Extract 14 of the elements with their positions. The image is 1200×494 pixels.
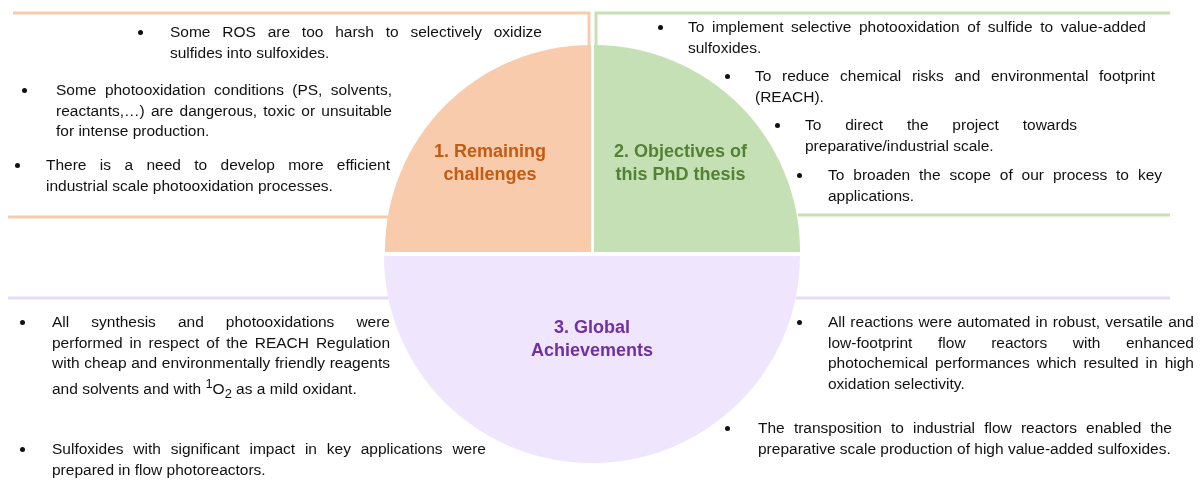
bullet-text: To implement selective photooxidation of sulfide to value-added sulfoxides.	[688, 17, 1146, 58]
bullet-text: All reactions were automated in robust, versatile and low-footprint flow reactors with enhanced photochemical performances which resulted in high oxidation selectivity.	[828, 312, 1194, 394]
bullet-text: All synthesis and photooxidations were performed in respect of the REACH Regulation with cheap and environmentally friendly reagents and solvents and with $^{1}$O$_{2}$ as a mild oxidant.	[52, 312, 390, 403]
section-title: 1. Remaining challenges	[433, 140, 547, 187]
section-title: 3. Global Achievements	[529, 316, 655, 363]
bullet-text: The transposition to industrial flow reactors enabled the preparative scale production of high value-added sulfoxides.	[758, 418, 1172, 459]
bullet-text: To reduce chemical risks and environmental footprint (REACH).	[755, 66, 1155, 107]
bullet-text: To direct the project towards preparative/industrial scale.	[805, 115, 1077, 156]
bullet-text: Some photooxidation conditions (PS, solvents, reactants,…) are dangerous, toxic or unsuitable for intense production.	[56, 80, 392, 141]
bullet-text: Some ROS are too harsh to selectively oxidize sulfides into sulfoxides.	[170, 22, 542, 63]
bullet-text: Sulfoxides with significant impact in key applications were prepared in flow photoreactors.	[52, 439, 486, 480]
bullet-text: There is a need to develop more efficient industrial scale photooxidation processes.	[46, 155, 390, 196]
bullet-text: To broaden the scope of our process to key applications.	[828, 165, 1162, 206]
section-title: 2. Objectives of this PhD thesis	[612, 140, 749, 187]
